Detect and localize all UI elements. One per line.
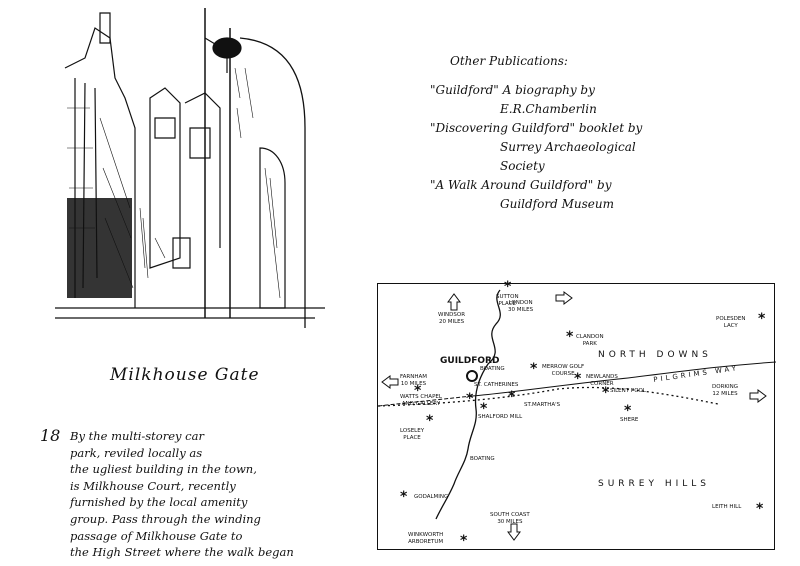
leith-asterisk-icon: * xyxy=(756,501,764,517)
catherines-asterisk-icon: * xyxy=(466,391,474,407)
publication-title: "A Walk Around Guildford" by xyxy=(430,178,612,192)
map-town-label: GUILDFORD xyxy=(440,356,500,366)
publications-heading: Other Publications: xyxy=(450,54,568,68)
milkhouse-gate-sketch xyxy=(55,8,325,328)
sutton-asterisk-icon: * xyxy=(504,279,512,295)
map-label-south-coast: SOUTH COAST 30 miles xyxy=(490,512,530,525)
road-line xyxy=(471,361,776,397)
silent-pool-asterisk-icon: * xyxy=(602,385,610,401)
publication-author: Society xyxy=(500,159,545,173)
map-label-merrow: MERROW GOLF COURSE xyxy=(542,364,585,377)
shere-asterisk-icon: * xyxy=(624,403,632,419)
other-publications: Other Publications: "Guildford" A biogra… xyxy=(430,52,690,214)
walk-line: the High Street where the walk began xyxy=(70,545,294,560)
walk-line: furnished by the local amenity xyxy=(70,495,248,510)
shalford-asterisk-icon: * xyxy=(480,401,488,417)
map-label-leith: LEITH HILL xyxy=(712,504,742,510)
map-label-sutton: SUTTON PLACE xyxy=(496,294,519,307)
publication-author: Surrey Archaeological xyxy=(500,140,636,154)
map-label-silent: SILENT POOL xyxy=(610,388,646,394)
river-line xyxy=(435,289,501,520)
winkworth-asterisk-icon: * xyxy=(460,533,468,549)
map-label-windsor: WINDSOR 20 miles xyxy=(438,312,466,325)
london-arrow xyxy=(555,291,573,305)
map-label-martha: ST.MARTHA'S xyxy=(524,402,561,408)
map-label-winkworth: WINKWORTH ARBORETUM xyxy=(408,532,444,545)
watts-asterisk-icon: * xyxy=(414,383,422,399)
map-label-farnham: FARNHAM 10 miles xyxy=(400,374,428,387)
sketch-drawing xyxy=(55,8,325,328)
windsor-arrow xyxy=(447,293,461,311)
clandon-asterisk-icon: * xyxy=(566,329,574,345)
map-label-dorking: DORKING 12 miles xyxy=(712,384,738,397)
map-drawing xyxy=(378,289,776,541)
map-label-godalming: GODALMING xyxy=(414,494,449,500)
map-label-clandon: CLANDON PARK xyxy=(576,334,604,347)
dorking-arrow xyxy=(749,389,767,403)
walk-line: By the multi-storey car xyxy=(70,429,204,443)
newlands-asterisk-icon: * xyxy=(574,371,582,387)
map-label-newlands: NEWLANDS CORNER xyxy=(586,374,618,387)
map-label-loseley: LOSELEY PLACE xyxy=(400,428,425,441)
walk-line: is Milkhouse Court, recently xyxy=(70,478,236,493)
map-label-catherines: ST. CATHERINES xyxy=(474,382,519,388)
map-label-boating: BOATING xyxy=(480,366,505,372)
publication-author: E.R.Chamberlin xyxy=(500,102,597,116)
walk-description: By the multi-storey car park, reviled lo… xyxy=(70,428,305,561)
publication-author: Guildford Museum xyxy=(500,197,614,211)
map-label-london: LONDON 30 miles xyxy=(508,300,534,313)
area-map: GUILDFORD NORTH DOWNS SURREY HILLS PILGR… xyxy=(377,279,776,550)
merrow-asterisk-icon: * xyxy=(530,361,538,377)
farnham-arrow xyxy=(381,375,399,389)
map-label-boating-south: BOATING xyxy=(470,456,495,462)
walk-line: group. Pass through the winding xyxy=(70,511,261,526)
polesden-asterisk-icon: * xyxy=(758,311,766,327)
sketch-caption: Milkhouse Gate xyxy=(110,365,260,385)
map-label-shere: SHERE xyxy=(620,417,639,423)
map-region-south: SURREY HILLS xyxy=(598,479,711,489)
south-coast-arrow xyxy=(507,523,521,541)
map-label-polesden: POLESDEN LACY xyxy=(716,316,746,329)
pilgrims-way-line xyxy=(378,386,719,407)
martha-asterisk-icon: * xyxy=(508,389,516,405)
publication-title: "Guildford" A biography by xyxy=(430,83,595,97)
loseley-asterisk-icon: * xyxy=(426,413,434,429)
road-line xyxy=(378,395,473,407)
godalming-asterisk-icon: * xyxy=(400,489,408,505)
map-region-north: NORTH DOWNS xyxy=(598,350,712,360)
map-label-shalford: SHALFORD MILL xyxy=(478,414,523,420)
guildford-marker xyxy=(466,370,478,382)
walk-line: passage of Milkhouse Gate to xyxy=(70,528,243,543)
publication-title: "Discovering Guildford" booklet by xyxy=(430,121,643,135)
walk-step-number: 18 xyxy=(40,426,61,445)
walk-line: the ugliest building in the town, xyxy=(70,462,257,477)
walk-line: park, reviled locally as xyxy=(70,445,203,460)
map-label-watts: WATTS CHAPEL AND GALLERY xyxy=(400,394,442,407)
